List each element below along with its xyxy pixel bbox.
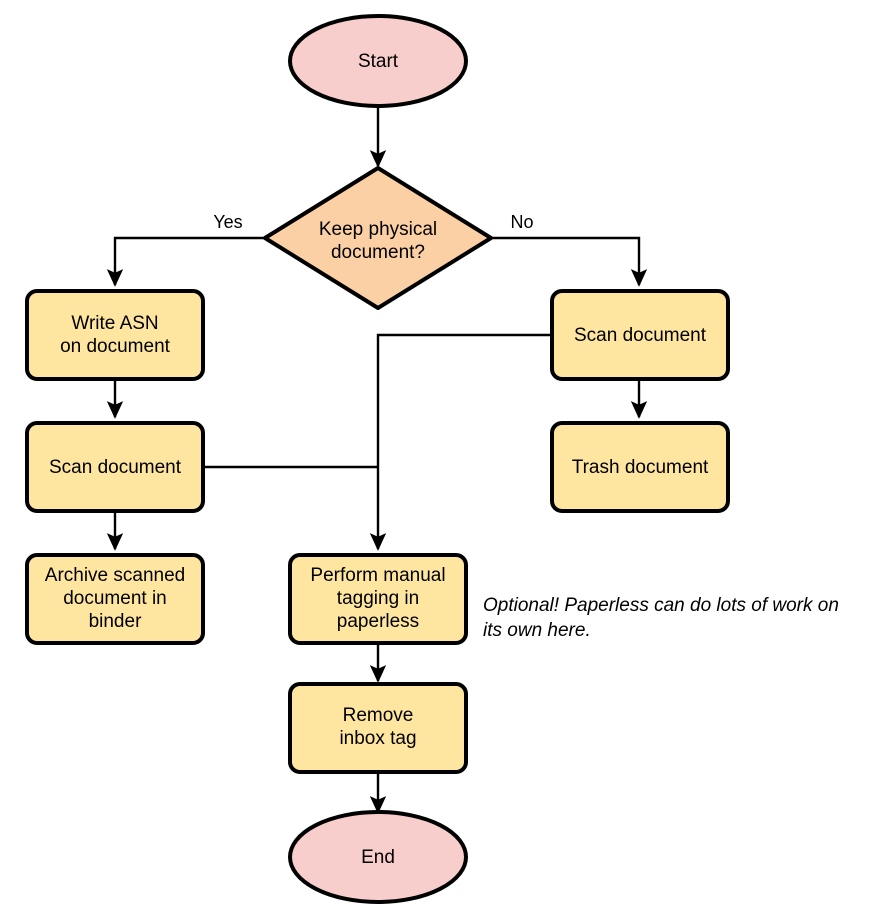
end-ellipse-shape [288,810,468,904]
node-start[interactable]: Start [288,14,468,108]
remove-inbox-box-shape [288,682,468,774]
edge-decision-yes-to-write-asn [106,236,265,287]
scan-document-right-box-shape [550,289,730,381]
optional-note-line2: its own here. [483,620,591,641]
node-write-asn-on-document[interactable]: Write ASN on document [25,289,205,381]
decision-diamond-shape [263,166,493,310]
trash-document-box-shape [550,421,730,513]
edge-labels-group: Yes No [213,212,533,232]
edge-label-yes: Yes [213,212,242,232]
tagging-label-line1: Perform manual [310,565,445,586]
node-scan-document-left[interactable]: Scan document [25,421,205,513]
node-remove-inbox-tag[interactable]: Remove inbox tag [288,682,468,774]
node-decision-keep-physical-document[interactable]: Keep physical document? [263,166,493,310]
archive-box-shape [25,553,205,645]
end-label: End [361,847,395,868]
remove-inbox-label-line1: Remove [343,705,414,726]
edge-scan-right-to-tagging [369,333,552,551]
archive-label-line2: document in [63,588,167,609]
optional-note-line1: Optional! Paperless can do lots of work … [483,595,839,616]
start-label: Start [358,51,399,72]
write-asn-label-line1: Write ASN [71,313,158,334]
optional-note: Optional! Paperless can do lots of work … [483,595,839,641]
decision-label-line1: Keep physical [319,219,437,240]
write-asn-label-line2: on document [60,336,171,357]
node-trash-document[interactable]: Trash document [550,421,730,513]
tagging-box-shape [288,553,468,645]
node-archive-scanned-document[interactable]: Archive scanned document in binder [25,553,205,645]
remove-inbox-label-line2: inbox tag [339,728,416,749]
edge-decision-no-to-scan-right [491,236,648,287]
edges-group [106,106,648,814]
node-end[interactable]: End [288,810,468,904]
tagging-label-line3: paperless [337,611,419,632]
write-asn-box-shape [25,289,205,381]
edge-label-no: No [510,212,533,232]
decision-label-line2: document? [331,242,425,263]
scan-document-right-label: Scan document [574,325,707,346]
node-scan-document-right[interactable]: Scan document [550,289,730,381]
node-perform-manual-tagging[interactable]: Perform manual tagging in paperless [288,553,468,645]
trash-document-label: Trash document [572,457,709,478]
start-ellipse-shape [288,14,468,108]
tagging-label-line2: tagging in [337,588,419,609]
archive-label-line1: Archive scanned [45,565,185,586]
archive-label-line3: binder [89,611,142,632]
scan-document-left-label: Scan document [49,457,182,478]
scan-document-left-box-shape [25,421,205,513]
